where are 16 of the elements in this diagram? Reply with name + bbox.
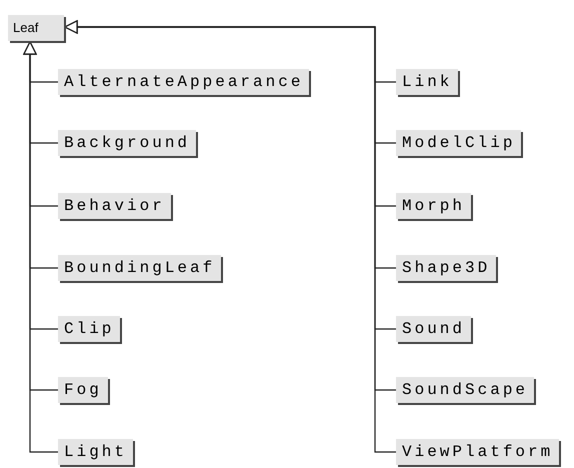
- class-box: Morph: [396, 193, 472, 219]
- class-box: Leaf: [8, 15, 64, 41]
- class-box: AlternateAppearance: [58, 69, 310, 95]
- class-box: Behavior: [58, 193, 171, 219]
- class-box: Link: [396, 69, 458, 95]
- class-box: Background: [58, 130, 196, 156]
- class-box: SoundScape: [396, 377, 534, 403]
- class-box: BoundingLeaf: [58, 255, 222, 281]
- class-box: Clip: [58, 316, 120, 342]
- class-box: Shape3D: [396, 255, 496, 281]
- class-box: ModelClip: [396, 130, 522, 156]
- class-box: Light: [58, 439, 134, 465]
- inheritance-arrow: [23, 41, 58, 453]
- class-box: Sound: [396, 316, 472, 342]
- class-box: Fog: [58, 377, 108, 403]
- class-box: ViewPlatform: [396, 439, 560, 465]
